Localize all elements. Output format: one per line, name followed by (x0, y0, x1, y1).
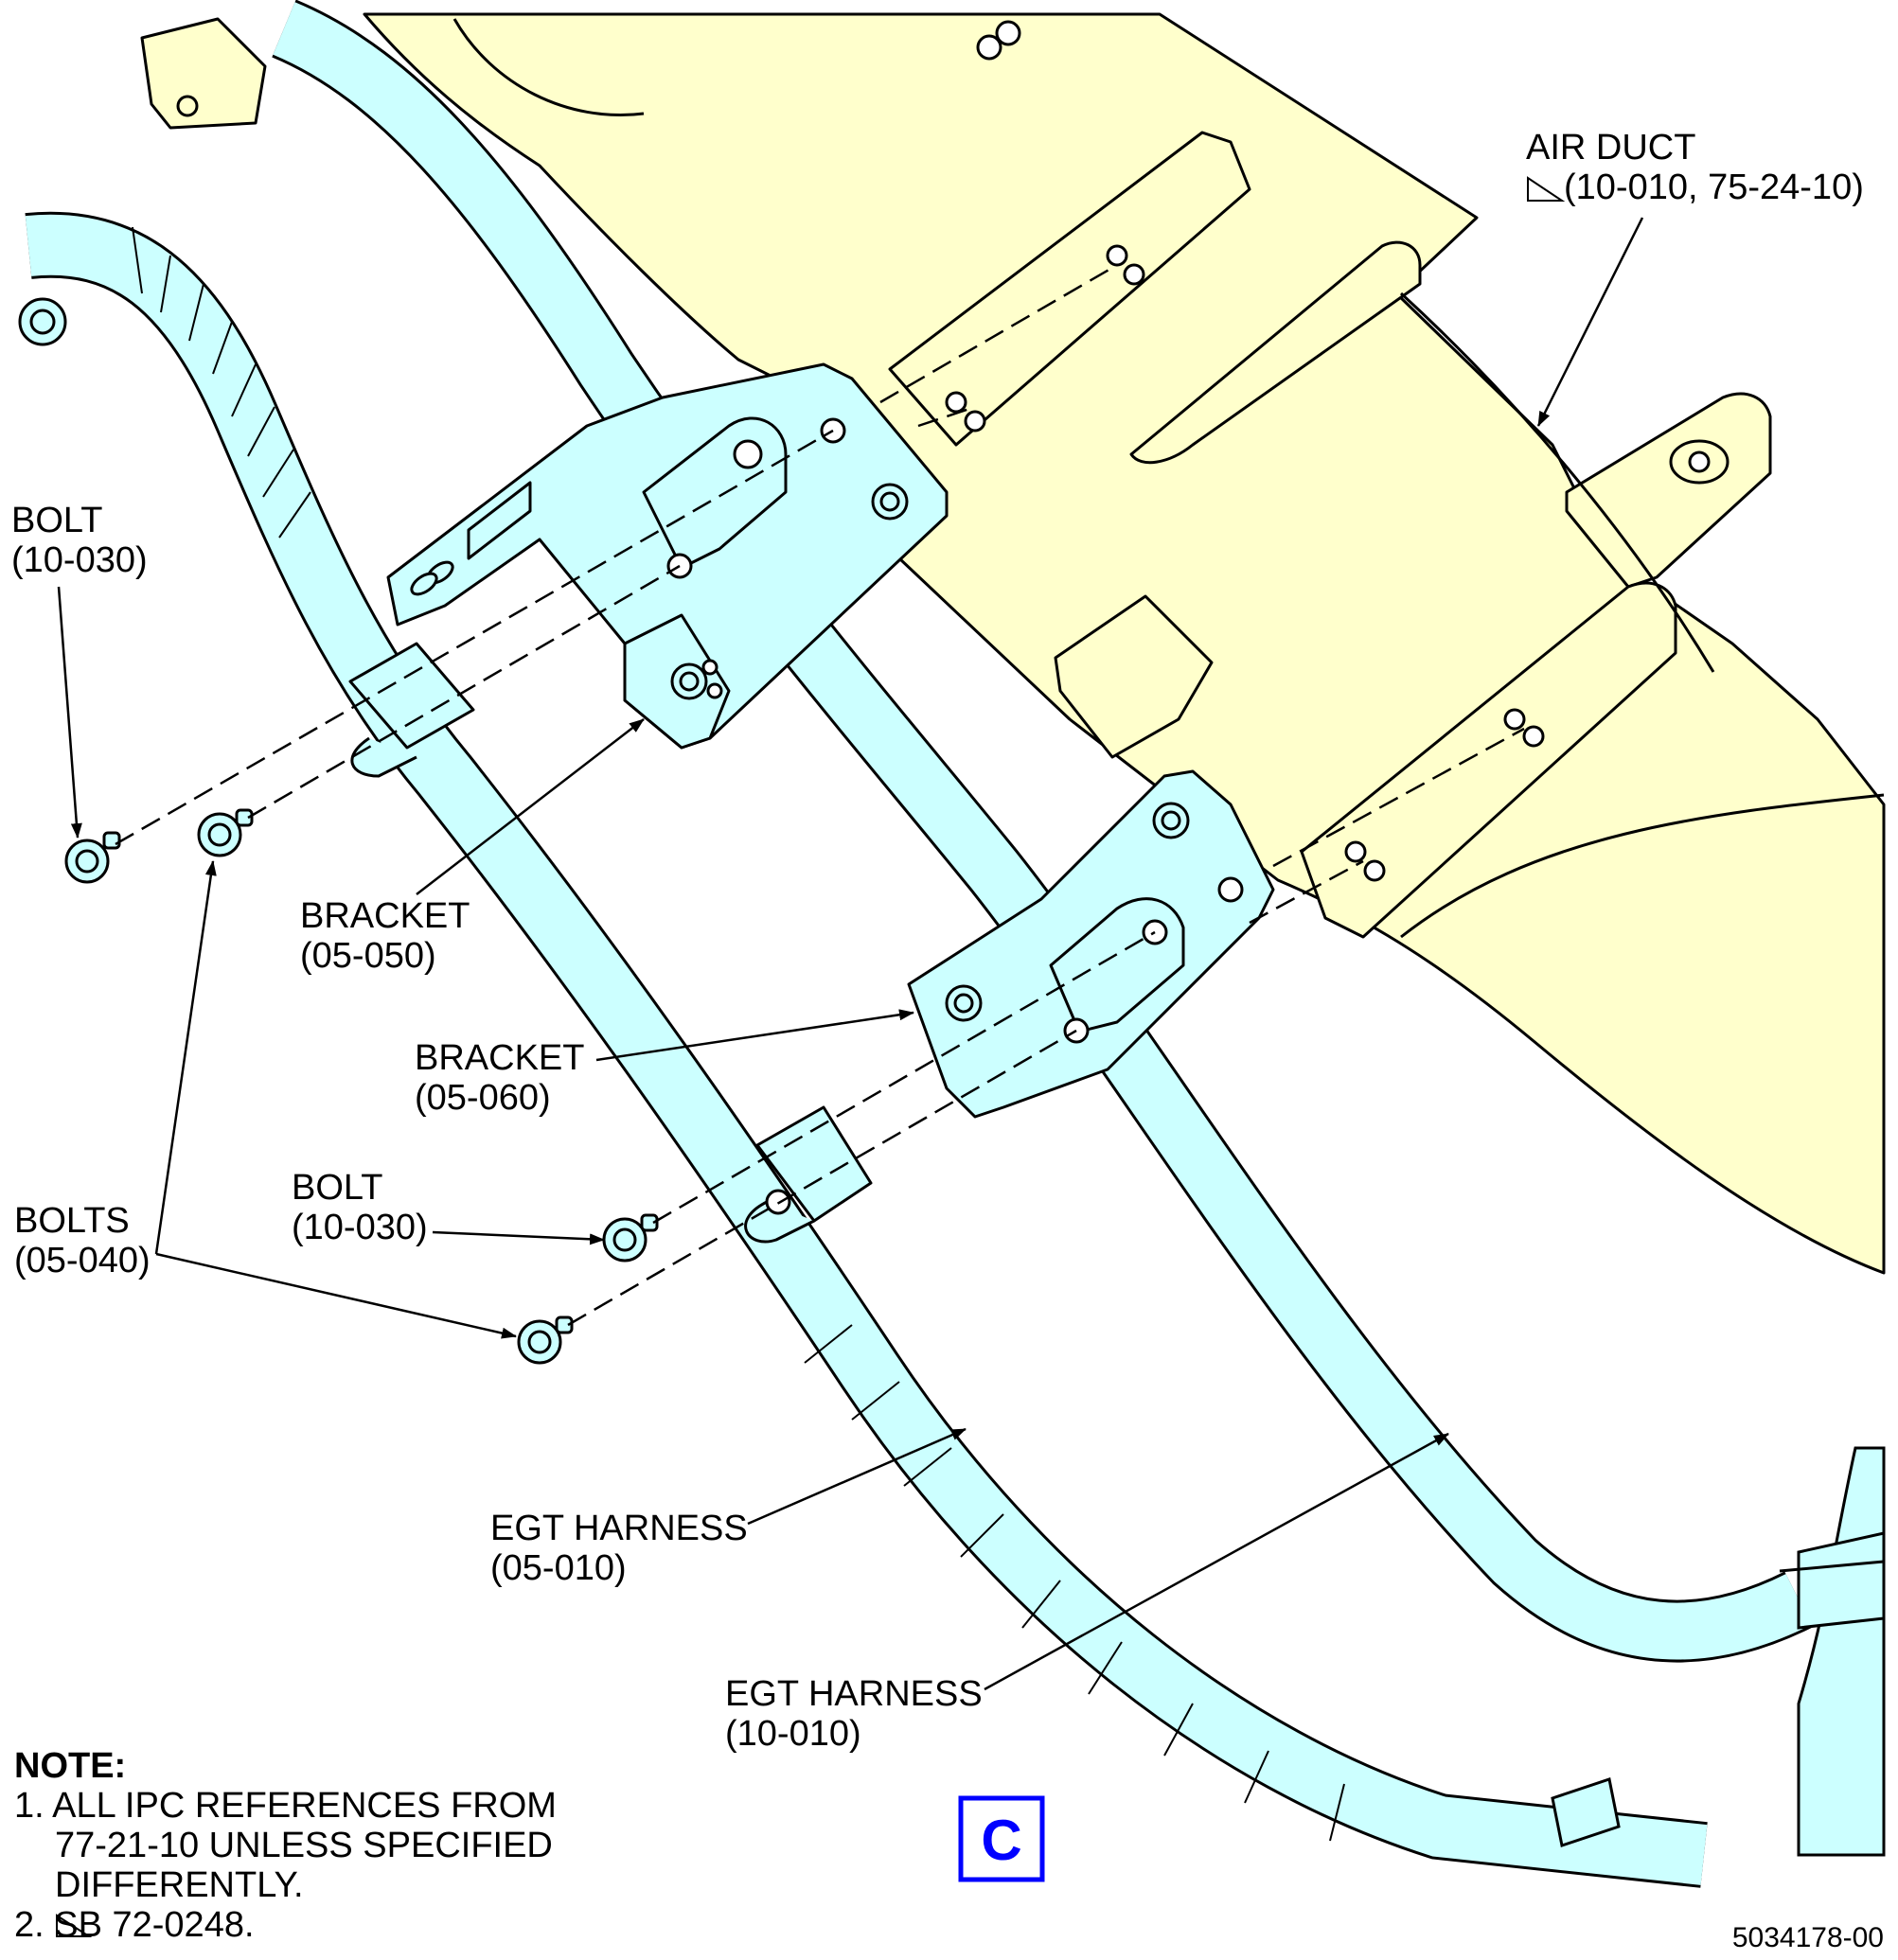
air-duct-corner-tab (140, 17, 267, 130)
air-duct-lower-flange (1300, 581, 1677, 939)
callout-air-duct: AIR DUCT (10-010, 75-24-10) (1526, 128, 1864, 207)
callout-egt-harness-10-010: EGT HARNESS (10-010) (725, 1674, 983, 1754)
leader-bolts-040-up (154, 860, 217, 1255)
air-duct-upper-flange (888, 131, 1251, 447)
leader-air-duct (1536, 217, 1644, 427)
label-bracket-050-title: BRACKET (300, 896, 470, 936)
air-duct-flange-tab (1129, 240, 1422, 465)
note-block: NOTE: 1. ALL IPC REFERENCES FROM 77-21-1… (14, 1746, 557, 1945)
bracket-05-050 (348, 362, 949, 778)
air-duct (140, 12, 1886, 1275)
egt-harness-05-010 (25, 211, 1708, 1888)
label-bracket-050-ref: (05-050) (300, 936, 436, 976)
leader-egt-10-010 (984, 1432, 1449, 1691)
label-bolts-040-ref: (05-040) (14, 1241, 151, 1280)
bolts (18, 297, 659, 1365)
leader-bolt-top (57, 586, 82, 839)
bracket-05-050-id-plate (467, 481, 532, 560)
label-bolt-top-ref: (10-030) (11, 540, 148, 580)
callout-bolt-mid: BOLT (10-030) (292, 1168, 428, 1247)
callout-egt-harness-05-010: EGT HARNESS (05-010) (490, 1509, 748, 1588)
leader-bolts-040-down (155, 1252, 517, 1339)
label-bolt-mid-title: BOLT (292, 1168, 382, 1208)
label-egt-10-010-title: EGT HARNESS (725, 1674, 983, 1714)
air-duct-contour-1 (1399, 291, 1715, 673)
egt-harness-10-010 (271, 0, 1813, 1663)
bolt-05-040-low (517, 1315, 574, 1365)
leader-egt-05-010 (747, 1427, 967, 1526)
label-bolt-top-title: BOLT (11, 501, 102, 540)
triangle-sb-flag-icon (1527, 176, 1566, 202)
air-duct-mid-clip (1054, 594, 1214, 759)
callout-bracket-050: BRACKET (05-050) (300, 896, 470, 976)
installation-centerlines (115, 263, 1525, 1327)
drawing-number: 5034178-00 (1732, 1922, 1884, 1953)
leader-lines (57, 217, 1644, 1691)
triangle-sb-flag-icon (56, 1914, 93, 1937)
egt-harness-05-010-fill (25, 214, 1708, 1885)
leader-bracket-060 (595, 1009, 914, 1062)
leader-bracket-050 (416, 718, 645, 895)
note-line-2: 77-21-10 UNLESS SPECIFIED (55, 1826, 553, 1865)
egt-harness-10-010-fill (273, 2, 1812, 1660)
note-line-4: 2. SB 72-0248. (14, 1905, 255, 1945)
harness-branch-right (1551, 1446, 1886, 1857)
leader-bolt-mid (432, 1230, 605, 1245)
nut-harness-left (18, 297, 67, 346)
air-duct-contour-2 (1400, 793, 1885, 939)
view-indicator: C (958, 1795, 1045, 1882)
label-bolt-mid-ref: (10-030) (292, 1208, 428, 1247)
note-line-3: DIFFERENTLY. (55, 1865, 304, 1905)
bolt-10-030-top (64, 831, 121, 884)
bracket-05-060 (744, 769, 1275, 1244)
note-line-1: 1. ALL IPC REFERENCES FROM (14, 1786, 557, 1826)
clamp-upper-left (348, 642, 475, 750)
label-bolts-040-title: BOLTS (14, 1201, 130, 1241)
bolt-10-030-mid (602, 1213, 659, 1263)
label-bracket-060-title: BRACKET (415, 1038, 584, 1078)
air-duct-contour-3 (452, 18, 645, 116)
view-letter-box (958, 1795, 1045, 1882)
bolt-05-040-top (197, 808, 254, 857)
clamp-lower-left (755, 1105, 873, 1223)
note-heading: NOTE: (14, 1746, 126, 1786)
label-air-duct-ref: (10-010, 75-24-10) (1564, 168, 1864, 207)
view-letter: C (981, 1809, 1021, 1872)
label-egt-05-010-ref: (05-010) (490, 1548, 627, 1588)
label-bracket-060-ref: (05-060) (415, 1078, 551, 1118)
label-egt-05-010-title: EGT HARNESS (490, 1509, 748, 1548)
callout-bolts-040: BOLTS (05-040) (14, 1201, 151, 1280)
callout-bracket-060: BRACKET (05-060) (415, 1038, 584, 1118)
label-egt-10-010-ref: (10-010) (725, 1714, 861, 1754)
callout-bolt-top: BOLT (10-030) (11, 501, 148, 580)
label-air-duct-title: AIR DUCT (1526, 128, 1695, 168)
